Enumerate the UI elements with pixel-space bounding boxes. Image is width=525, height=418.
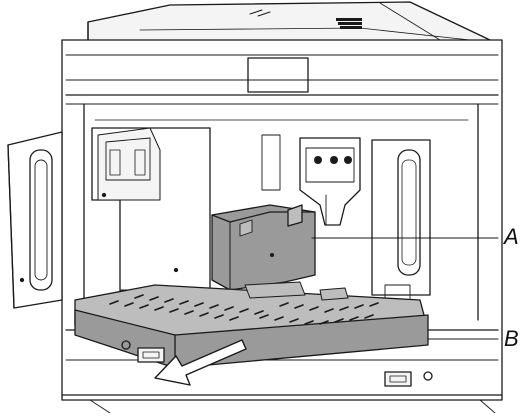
right-column — [371, 139, 431, 301]
grounds-container — [211, 204, 316, 291]
display-window — [247, 57, 309, 93]
drip-tray — [74, 281, 429, 369]
open-door-left — [7, 131, 63, 309]
pull-out-arrow-icon — [154, 339, 247, 386]
callout-b-label: B — [504, 326, 519, 351]
vent-grid — [336, 18, 362, 29]
leader-lines — [311, 237, 499, 340]
lower-latches — [121, 340, 433, 387]
door-handle-slot — [29, 149, 53, 291]
brewing-unit — [261, 134, 361, 226]
callout-a-label: A — [504, 224, 519, 249]
drip-grid-slots — [109, 294, 379, 325]
